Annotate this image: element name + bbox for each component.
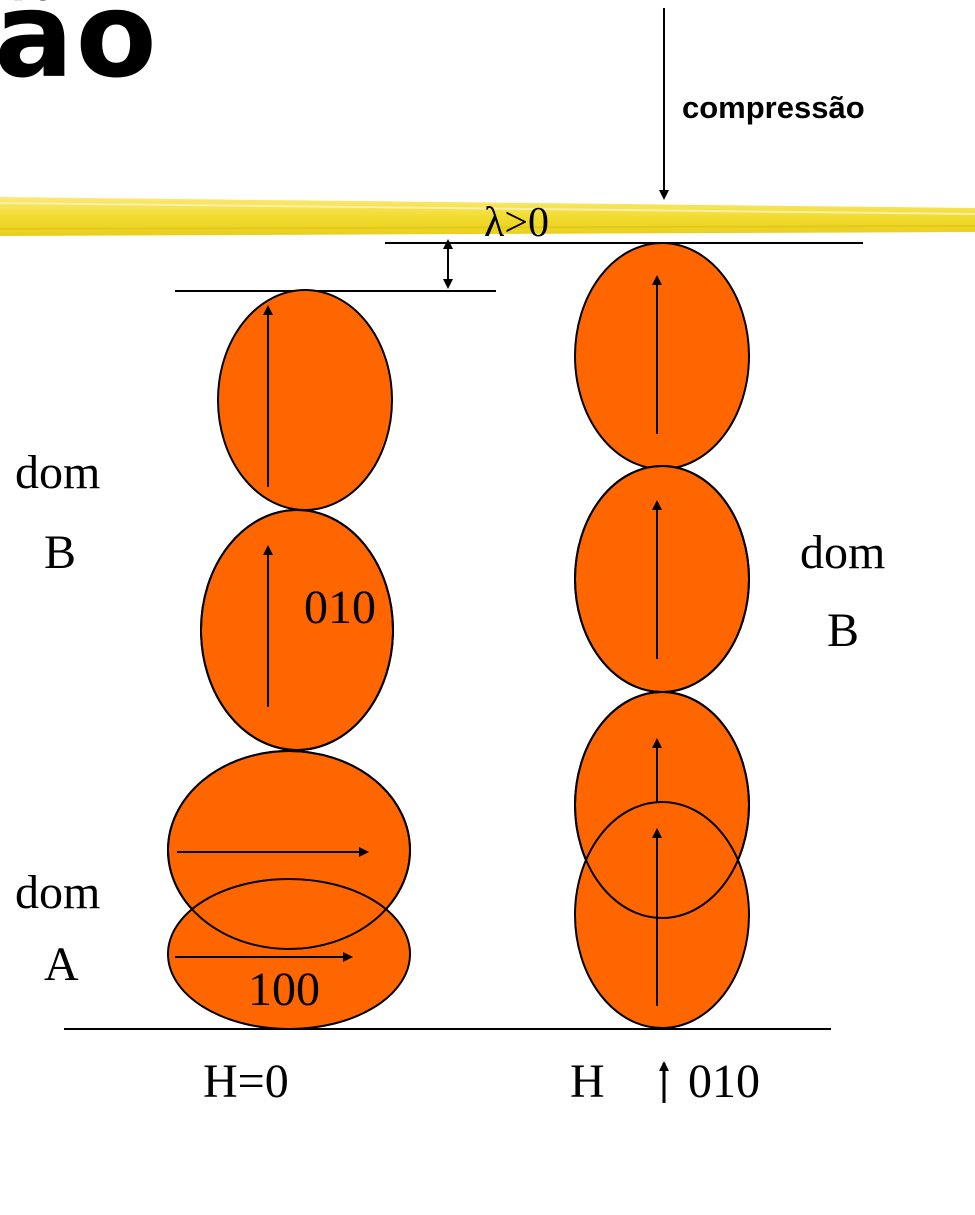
left-field-label: H=0: [203, 1055, 289, 1108]
orientation-b-label: 010: [304, 581, 376, 634]
left-domain-b-line1: dom: [15, 446, 100, 499]
grain-right-4: [575, 802, 749, 1028]
grain-right-1: [575, 243, 749, 469]
grain-left-1: [218, 290, 392, 510]
right-domain-b-line2: B: [827, 604, 859, 657]
right-field-label-h: H: [570, 1055, 605, 1108]
right-field-label-dir: 010: [688, 1055, 760, 1108]
left-domain-a-line1: dom: [15, 866, 100, 919]
right-domain-b-line1: dom: [800, 526, 885, 579]
orientation-a-label: 100: [248, 963, 320, 1016]
left-domain-b-line2: B: [44, 526, 76, 579]
lambda-label: λ>0: [484, 200, 549, 246]
right-domain-b-label: dom B: [800, 526, 885, 657]
left-domain-a-label: dom A: [15, 866, 100, 991]
left-domain-b-label: dom B: [15, 446, 100, 579]
left-domain-a-line2: A: [44, 938, 79, 991]
